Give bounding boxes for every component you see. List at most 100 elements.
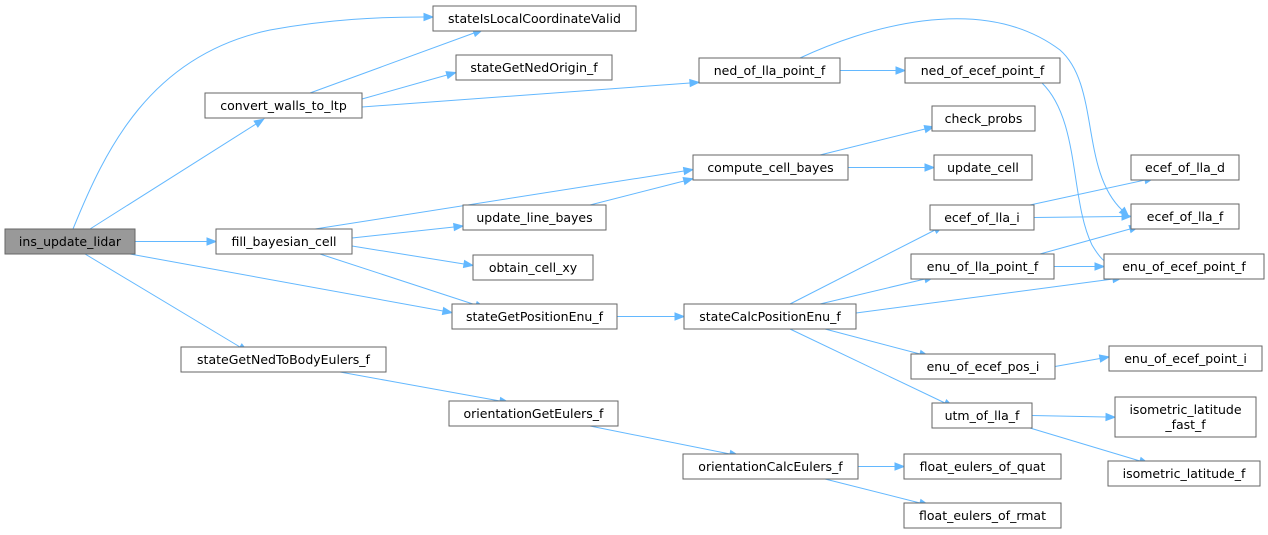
node-enu-of-ecef-point-i[interactable]: enu_of_ecef_point_i [1108,345,1263,372]
node-isometric-latitude-f[interactable]: isometric_latitude_f [1107,460,1261,487]
edge-ins_update_lidar-to-stateGetPositionEnu_f [129,253,454,316]
edge-ecef_of_lla_i-to-ecef_of_lla_f [1033,212,1133,221]
edge-fill_bayesian_cell-to-update_line_bayes [351,222,465,239]
node-label: enu_of_lla_point_f [927,259,1039,274]
node-ecef-of-lla-d[interactable]: ecef_of_lla_d [1130,154,1240,181]
node-label: compute_cell_bayes [707,160,833,175]
edge-arrowhead [1121,212,1133,221]
edge-line [1041,82,1107,263]
edge-arrowhead [689,78,701,88]
edge-convert_walls_to_ltp-to-stateGetNedOrigin_f [361,71,457,100]
node-ned-of-lla-point-f[interactable]: ned_of_lla_point_f [698,57,841,84]
node-box [692,154,849,181]
node-label: stateGetNedOrigin_f [470,60,598,75]
node-obtain-cell-xy[interactable]: obtain_cell_xy [472,254,594,281]
edge-arrowhead [1105,412,1117,422]
node-stateIsLocalCoordinateValid[interactable]: stateIsLocalCoordinateValid [432,5,637,32]
edge-ecef_of_lla_i-to-ecef_of_lla_d [1029,175,1156,206]
node-label: ecef_of_lla_d [1145,160,1225,175]
node-label: ecef_of_lla_f [1147,209,1224,224]
node-ecef-of-lla-i[interactable]: ecef_of_lla_i [929,204,1035,231]
edge-stateGetNedToBodyEulers_f-to-orientationGetEulers_f [339,371,511,406]
edge-line [819,278,926,305]
node-label: isometric_latitude [1129,402,1241,417]
nodes-layer: ins_update_lidar stateIsLocalCoordinateVa… [4,5,1265,529]
node-ins-update-lidar[interactable]: ins_update_lidar [4,228,136,255]
edge-fill_bayesian_cell-to-stateGetPositionEnu_f [319,253,486,309]
edge-ins_update_lidar-to-stateGetNedToBodyEulers_f [84,253,249,353]
edge-line [1054,358,1101,367]
node-stateCalcPositionEnu-f[interactable]: stateCalcPositionEnu_f [683,303,857,330]
edge-ned_of_lla_point_f-to-ned_of_ecef_point_f [840,66,907,75]
edge-arrowhead [923,125,936,134]
node-box [929,204,1035,231]
node-box [683,303,857,330]
node-label: stateIsLocalCoordinateValid [448,11,621,26]
node-box [451,303,618,330]
node-convert-walls-to-ltp[interactable]: convert_walls_to_ltp [204,92,363,119]
edge-arrowhead [423,12,435,22]
node-stateGetNedOrigin-f[interactable]: stateGetNedOrigin_f [455,54,613,81]
edge-orientationCalcEulers_f-to-float_eulers_of_rmat [824,478,931,507]
node-compute-cell-bayes[interactable]: compute_cell_bayes [692,154,849,181]
edge-line [589,180,685,206]
node-float-eulers-of-rmat[interactable]: float_eulers_of_rmat [903,502,1062,529]
node-ecef-of-lla-f[interactable]: ecef_of_lla_f [1130,203,1240,230]
edge-arrowhead [682,166,695,176]
node-box [931,402,1033,429]
edge-line [824,328,921,355]
node-box [682,453,859,480]
node-label: stateGetNedToBodyEulers_f [197,352,371,367]
edge-line [351,245,465,265]
node-label: ecef_of_lla_i [944,210,1020,225]
edge-line [361,82,691,108]
node-float-eulers-of-quat[interactable]: float_eulers_of_quat [903,453,1062,480]
edge-line [1029,179,1146,206]
edge-arrowhead [453,222,465,232]
node-check-probs[interactable]: check_probs [931,105,1036,132]
edge-arrowhead [206,237,218,246]
node-stateGetPositionEnu-f[interactable]: stateGetPositionEnu_f [451,303,618,330]
node-box [1103,253,1265,280]
node-box [903,453,1062,480]
edge-compute_cell_bayes-to-update_cell [848,163,936,172]
node-box [1130,154,1240,181]
edge-line [819,128,926,156]
node-stateGetNedToBodyEulers-f[interactable]: stateGetNedToBodyEulers_f [180,346,387,373]
node-label: stateGetPositionEnu_f [466,309,604,324]
node-fill-bayesian-cell[interactable]: fill_bayesian_cell [215,228,353,255]
node-update-cell[interactable]: update_cell [933,154,1033,181]
edge-line [789,229,936,305]
edge-fill_bayesian_cell-to-obtain_cell_xy [351,245,475,269]
node-box [4,228,136,255]
node-utm-of-lla-f[interactable]: utm_of_lla_f [931,402,1033,429]
node-box [904,57,1061,84]
node-label: float_eulers_of_rmat [919,508,1046,523]
node-isometric-latitude-fast-f[interactable]: isometric_latitude_fast_f [1114,396,1257,438]
edge-line [589,425,731,455]
edge-orientationCalcEulers_f-to-float_eulers_of_quat [858,462,906,471]
node-ned-of-ecef-point-f[interactable]: ned_of_ecef_point_f [904,57,1061,84]
node-box [204,92,363,119]
node-box [1108,345,1263,372]
edge-arrowhead [253,118,265,128]
node-orientationGetEulers-f[interactable]: orientationGetEulers_f [448,400,619,427]
node-orientationCalcEulers-f[interactable]: orientationCalcEulers_f [682,453,859,480]
node-enu-of-lla-point-f[interactable]: enu_of_lla_point_f [910,253,1055,280]
node-enu-of-ecef-point-f[interactable]: enu_of_ecef_point_f [1103,253,1265,280]
node-box [1107,460,1261,487]
edge-fill_bayesian_cell-to-compute_cell_bayes [314,166,695,230]
edge-line [789,328,946,404]
edge-line [339,371,501,402]
edge-arrowhead [674,312,686,321]
node-update-line-bayes[interactable]: update_line_bayes [462,204,607,231]
node-label: update_line_bayes [476,210,592,225]
node-label: _fast_f [1164,417,1206,432]
node-enu-of-ecef-pos-i[interactable]: enu_of_ecef_pos_i [910,353,1056,380]
edge-stateCalcPositionEnu_f-to-enu_of_ecef_point_f [855,274,1124,314]
edge-line [89,123,257,230]
edge-line [72,16,425,230]
node-box [180,346,387,373]
node-box [903,502,1062,529]
